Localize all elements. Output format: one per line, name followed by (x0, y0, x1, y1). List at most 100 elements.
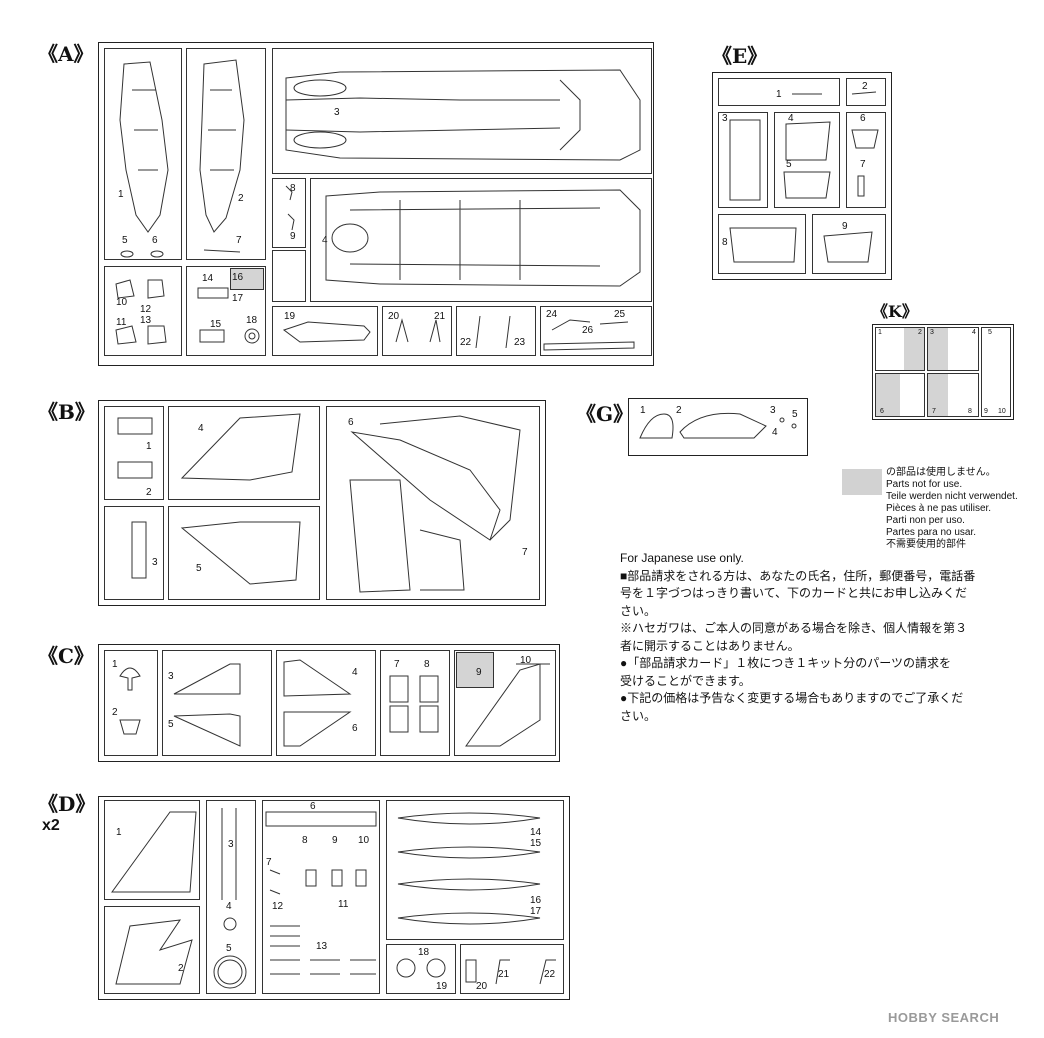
sprue-c (98, 644, 560, 762)
part-number: 18 (246, 315, 258, 326)
part-number: 3 (228, 839, 234, 850)
part-number: 20 (476, 981, 488, 992)
part-number: 19 (284, 311, 296, 322)
part-number: 14 (530, 827, 542, 838)
part-number: 5 (196, 563, 202, 574)
sprue-b-label: 《B》 (38, 400, 95, 424)
part-number: 5 (786, 159, 792, 170)
part-number: 16 (530, 895, 542, 906)
part-number: 18 (418, 947, 430, 958)
sprue-d-cell (386, 944, 456, 994)
sprue-e-cell (718, 214, 806, 274)
part-number: 6 (352, 723, 358, 734)
part-number: 6 (152, 235, 158, 246)
part-number: 1 (116, 827, 122, 838)
part-number: 2 (676, 405, 682, 416)
notes-heading: For Japanese use only. (620, 551, 744, 565)
part-number: 5 (226, 943, 232, 954)
part-number: 1 (112, 659, 118, 670)
sprue-c-cell (162, 650, 272, 756)
unused-parts-swatch (842, 469, 882, 495)
part-number: 1 (776, 89, 782, 100)
notes-line: 号を１字づつはっきり書いて、下のカードと共にお申し込みくだ (620, 586, 968, 600)
notes-line: ●下記の価格は予告なく変更する場合もありますのでご了承くだ (620, 691, 964, 705)
legend-line: Parts not for use. (886, 479, 963, 490)
part-number: 4 (788, 113, 794, 124)
sprue-b (98, 400, 546, 606)
part-number: 6 (880, 408, 884, 415)
part-number: 14 (202, 273, 214, 284)
part-number: 3 (930, 329, 934, 336)
legend-line: の部品は使用しません。 (886, 467, 996, 478)
part-number: 9 (476, 667, 482, 678)
part-number: 2 (178, 963, 184, 974)
sprue-d-cell (104, 800, 200, 900)
part-number: 10 (998, 408, 1006, 415)
part-number: 2 (238, 193, 244, 204)
sprue-k-cell (981, 327, 1011, 417)
part-number: 9 (290, 231, 296, 242)
part-number: 5 (122, 235, 128, 246)
sprue-e-cell (812, 214, 886, 274)
sprue-g (628, 398, 808, 456)
part-number: 6 (348, 417, 354, 428)
part-number: 15 (530, 838, 542, 849)
unused-part-highlight (456, 652, 494, 688)
part-number: 7 (860, 159, 866, 170)
part-number: 21 (434, 311, 446, 322)
sprue-d-cell (262, 800, 380, 994)
sprue-a-cell (382, 306, 452, 356)
part-number: 26 (582, 325, 594, 336)
part-number: 8 (424, 659, 430, 670)
part-number: 8 (968, 408, 972, 415)
part-number: 8 (722, 237, 728, 248)
part-number: 4 (226, 901, 232, 912)
sprue-a (98, 42, 654, 366)
part-number: 8 (302, 835, 308, 846)
part-number: 10 (358, 835, 370, 846)
sprue-a-label: 《A》 (38, 42, 94, 66)
part-number: 9 (332, 835, 338, 846)
legend-line: Partes para no usar. (886, 527, 977, 538)
sprue-k-label: 《K》 (872, 302, 918, 321)
part-number: 9 (984, 408, 988, 415)
sprue-d-cell (104, 906, 200, 994)
notes-line: 受けることができます。 (620, 673, 751, 688)
part-number: 6 (860, 113, 866, 124)
part-number: 22 (544, 969, 556, 980)
part-number: 12 (272, 901, 284, 912)
sprue-b-cell (104, 406, 164, 500)
sprue-b-cell (326, 406, 540, 600)
notes-line: さい。 (620, 603, 657, 618)
sprue-d-label: 《D》 (38, 792, 96, 816)
part-number: 2 (862, 81, 868, 92)
part-number: 17 (232, 293, 244, 304)
part-number: 7 (266, 857, 272, 868)
part-number: 16 (232, 272, 244, 283)
notes-line: ■部品請求をされる方は、あなたの氏名，住所，郵便番号，電話番 (620, 568, 976, 583)
part-number: 2 (146, 487, 152, 498)
part-number: 4 (352, 667, 358, 678)
part-number: 1 (118, 189, 124, 200)
sprue-c-label: 《C》 (38, 644, 94, 668)
part-number: 2 (918, 329, 922, 336)
part-number: 9 (842, 221, 848, 232)
notes-line: 者に開示することはありません。 (620, 638, 800, 653)
part-number: 7 (932, 408, 936, 415)
sprue-c-cell (276, 650, 376, 756)
part-number: 4 (972, 329, 976, 336)
sprue-e-cell (846, 112, 886, 208)
sprue-a-cell (104, 266, 182, 356)
legend-line: Parti non per uso. (886, 515, 965, 526)
unused-part-highlight (928, 374, 948, 416)
sprue-d (98, 796, 570, 1000)
part-number: 5 (792, 409, 798, 420)
sprue-a-cell (272, 250, 306, 302)
part-number: 3 (168, 671, 174, 682)
sprue-a-cell (456, 306, 536, 356)
sprue-e-label: 《E》 (712, 44, 768, 68)
sprue-e-cell (718, 78, 840, 106)
parts-request-notes: For Japanese use only. ■部品請求をされる方は、あなたの氏… (620, 550, 1020, 725)
watermark: HOBBY SEARCH (888, 1010, 1000, 1025)
